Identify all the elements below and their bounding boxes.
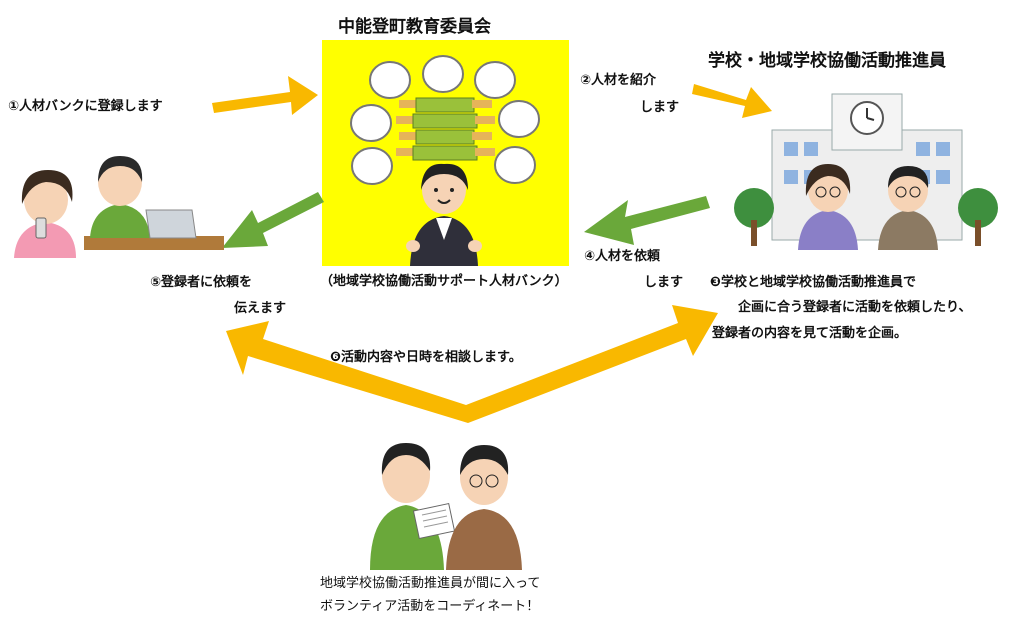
step-3-text-line2: 企画に合う登録者に活動を依頼したり、 — [738, 300, 972, 315]
registrants-illustration — [14, 156, 224, 258]
coordinator-man-icon — [878, 166, 938, 250]
bubble-icon — [369, 61, 411, 99]
woman-with-phone-icon — [14, 170, 76, 258]
coordinator-man-icon — [446, 445, 522, 570]
tree-icon — [734, 188, 774, 246]
step-5-text-line2: 伝えます — [234, 301, 287, 316]
step-4-text-line1: ④人材を依頼 — [584, 249, 661, 264]
arrow-register — [212, 76, 318, 115]
bottom-caption-line1: 地域学校協働活動推進員が間に入って — [320, 576, 541, 591]
talent-bank-illustration — [350, 55, 540, 266]
step-6-text: ❻活動内容や日時を相談します。 — [330, 350, 522, 365]
board-title: 中能登町教育委員会 — [338, 17, 491, 37]
man-with-laptop-icon — [84, 156, 224, 250]
school-building-icon — [771, 93, 963, 241]
school-title: 学校・地域学校協働活動推進員 — [708, 51, 946, 71]
documents-icon — [412, 502, 456, 540]
step-1-text: ①人材バンクに登録します — [8, 99, 163, 114]
step-3-text-line1: ❸学校と地域学校協働活動推進員で — [710, 275, 917, 290]
bubble-icon — [351, 147, 393, 185]
step-5-text-line1: ⑤登録者に依頼を — [150, 275, 253, 290]
staff-woman-icon — [406, 163, 482, 266]
arrow-request — [584, 196, 710, 245]
meeting-illustration — [370, 443, 522, 570]
binder-stack-icon — [396, 97, 495, 161]
bubble-icon — [498, 100, 540, 138]
bottom-caption-line2: ボランティア活動をコーディネート！ — [320, 599, 540, 614]
school-illustration — [734, 93, 998, 250]
bubble-icon — [494, 146, 536, 184]
step-3-text-line3: 登録者の内容を見て活動を企画。 — [712, 326, 908, 341]
arrow-notify — [222, 192, 324, 248]
talent-bank-panel — [322, 40, 569, 266]
step-2-text-line1: ②人材を紹介 — [580, 73, 657, 88]
bubble-icon — [350, 104, 392, 142]
bubble-icon — [422, 55, 464, 93]
arrow-introduce — [692, 84, 772, 118]
teacher-woman-icon — [798, 164, 858, 250]
board-caption: （地域学校協働活動サポート人材バンク） — [320, 274, 568, 289]
bubble-icon — [474, 61, 516, 99]
step-2-text-line2: します — [640, 100, 680, 115]
step-4-text-line2: します — [644, 275, 684, 290]
arrow-consult — [226, 305, 718, 423]
tree-icon — [958, 188, 998, 246]
